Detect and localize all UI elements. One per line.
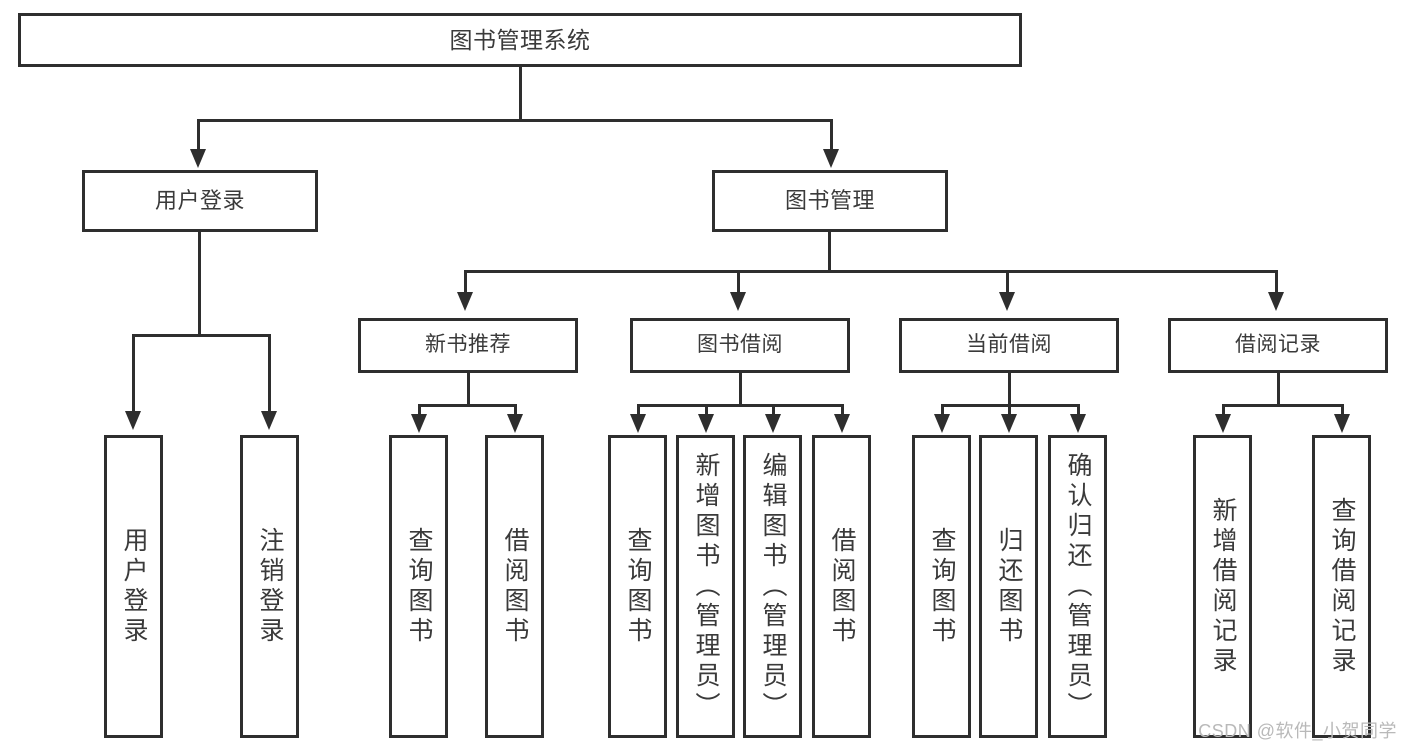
node-label: 借阅记录 (1235, 333, 1321, 357)
arrow-new-book-child-2 (507, 414, 523, 433)
leaf-borrow-record-add[interactable]: 新增借阅记录 (1193, 435, 1252, 738)
edge-user-login-child-1 (132, 334, 135, 413)
leaf-user-login-login[interactable]: 用户登录 (104, 435, 163, 738)
edge-new-book-bus (418, 404, 517, 407)
leaf-current-borrow-return[interactable]: 归还图书 (979, 435, 1038, 738)
node-user-login[interactable]: 用户登录 (82, 170, 318, 232)
node-label: 新书推荐 (425, 333, 511, 357)
arrow-current-borrow-child-2 (1001, 414, 1017, 433)
leaf-current-borrow-query[interactable]: 查询图书 (912, 435, 971, 738)
edge-root-to-book-manage (830, 119, 833, 151)
node-label: 确认归还（管理员） (1064, 451, 1092, 722)
edge-book-manage-child-3 (1006, 270, 1009, 294)
node-label: 编辑图书（管理员） (759, 451, 787, 722)
arrow-new-book-child-1 (411, 414, 427, 433)
node-label: 新增借阅记录 (1209, 496, 1237, 677)
edge-new-book-stem (467, 373, 470, 406)
arrow-book-manage-child-2 (730, 292, 746, 311)
node-label: 借阅图书 (828, 526, 856, 647)
edge-borrow-record-bus (1222, 404, 1344, 407)
node-label: 查询图书 (405, 526, 433, 647)
node-label: 借阅图书 (501, 526, 529, 647)
edge-book-borrow-child-2 (705, 404, 708, 416)
arrow-current-borrow-child-1 (934, 414, 950, 433)
node-label: 用户登录 (120, 526, 148, 647)
edge-book-manage-stem (828, 232, 831, 272)
edge-root-stem (519, 67, 522, 119)
node-borrow-record[interactable]: 借阅记录 (1168, 318, 1388, 373)
edge-book-borrow-child-3 (772, 404, 775, 416)
arrow-root-to-book-manage (823, 149, 839, 168)
node-book-borrow[interactable]: 图书借阅 (630, 318, 850, 373)
arrow-book-manage-child-3 (999, 292, 1015, 311)
arrow-borrow-record-child-2 (1334, 414, 1350, 433)
edge-borrow-record-stem (1277, 373, 1280, 406)
leaf-book-borrow-query[interactable]: 查询图书 (608, 435, 667, 738)
edge-root-bus (197, 119, 833, 122)
leaf-book-borrow-edit[interactable]: 编辑图书（管理员） (743, 435, 802, 738)
arrow-book-borrow-child-4 (834, 414, 850, 433)
node-current-borrow[interactable]: 当前借阅 (899, 318, 1119, 373)
edge-book-borrow-child-4 (841, 404, 844, 416)
leaf-book-borrow-borrow[interactable]: 借阅图书 (812, 435, 871, 738)
arrow-root-to-user-login (190, 149, 206, 168)
node-root-system[interactable]: 图书管理系统 (18, 13, 1022, 67)
node-label: 图书借阅 (697, 333, 783, 357)
node-label: 注销登录 (256, 526, 284, 647)
leaf-borrow-record-query[interactable]: 查询借阅记录 (1312, 435, 1371, 738)
node-book-management[interactable]: 图书管理 (712, 170, 948, 232)
node-label: 查询图书 (928, 526, 956, 647)
node-label: 新增图书（管理员） (692, 451, 720, 722)
node-label: 查询图书 (624, 526, 652, 647)
edge-current-borrow-child-1 (941, 404, 944, 416)
arrow-borrow-record-child-1 (1215, 414, 1231, 433)
arrow-book-borrow-child-3 (765, 414, 781, 433)
arrow-book-borrow-child-1 (630, 414, 646, 433)
edge-book-manage-bus (464, 270, 1278, 273)
edge-book-manage-child-1 (464, 270, 467, 294)
edge-book-manage-child-4 (1275, 270, 1278, 294)
node-label: 用户登录 (154, 188, 245, 214)
edge-user-login-stem (198, 232, 201, 336)
arrow-user-login-child-1 (125, 411, 141, 430)
leaf-book-borrow-add[interactable]: 新增图书（管理员） (676, 435, 735, 738)
leaf-user-login-logout[interactable]: 注销登录 (240, 435, 299, 738)
edge-current-borrow-child-3 (1077, 404, 1080, 416)
arrow-user-login-child-2 (261, 411, 277, 430)
edge-borrow-record-child-1 (1222, 404, 1225, 416)
edge-user-login-child-2 (268, 334, 271, 413)
leaf-current-borrow-confirm-return[interactable]: 确认归还（管理员） (1048, 435, 1107, 738)
edge-new-book-child-2 (514, 404, 517, 416)
leaf-new-book-query[interactable]: 查询图书 (389, 435, 448, 738)
edge-book-borrow-child-1 (637, 404, 640, 416)
edge-book-borrow-stem (739, 373, 742, 406)
node-label: 图书管理系统 (449, 26, 591, 53)
arrow-book-borrow-child-2 (698, 414, 714, 433)
leaf-new-book-borrow[interactable]: 借阅图书 (485, 435, 544, 738)
edge-user-login-bus (132, 334, 271, 337)
arrow-book-manage-child-4 (1268, 292, 1284, 311)
edge-book-manage-child-2 (737, 270, 740, 294)
edge-borrow-record-child-2 (1341, 404, 1344, 416)
edge-root-to-user-login (197, 119, 200, 151)
node-label: 查询借阅记录 (1328, 496, 1356, 677)
node-label: 当前借阅 (966, 333, 1052, 357)
node-new-book-recommend[interactable]: 新书推荐 (358, 318, 578, 373)
edge-current-borrow-child-2 (1008, 404, 1011, 416)
node-label: 图书管理 (784, 188, 875, 214)
arrow-current-borrow-child-3 (1070, 414, 1086, 433)
edge-book-borrow-bus (637, 404, 844, 407)
edge-current-borrow-stem (1008, 373, 1011, 406)
edge-new-book-child-1 (418, 404, 421, 416)
arrow-book-manage-child-1 (457, 292, 473, 311)
node-label: 归还图书 (995, 526, 1023, 647)
